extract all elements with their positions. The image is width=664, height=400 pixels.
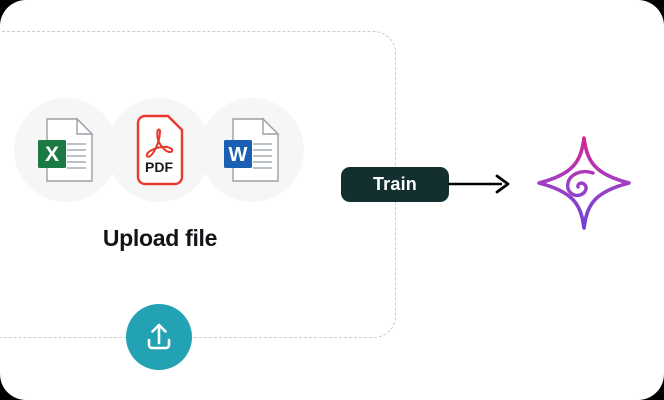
svg-text:PDF: PDF (145, 159, 173, 175)
excel-file-icon: X (38, 117, 94, 182)
pdf-file-icon: PDF (136, 114, 184, 186)
upload-arrow-icon (147, 323, 171, 350)
excel-file-chip[interactable]: X (14, 98, 118, 202)
svg-text:W: W (229, 144, 248, 166)
pdf-file-chip[interactable]: PDF (107, 98, 211, 202)
upload-button[interactable] (126, 304, 192, 370)
ai-sparkle-star-icon (537, 136, 631, 230)
word-file-icon: W (224, 117, 280, 182)
upload-file-label: Upload file (102, 225, 218, 251)
word-file-chip[interactable]: W (200, 98, 304, 202)
right-arrow-icon (448, 174, 510, 194)
file-type-icons: X PDF (14, 98, 304, 202)
train-button[interactable]: Train (341, 167, 449, 202)
svg-text:X: X (45, 143, 59, 166)
